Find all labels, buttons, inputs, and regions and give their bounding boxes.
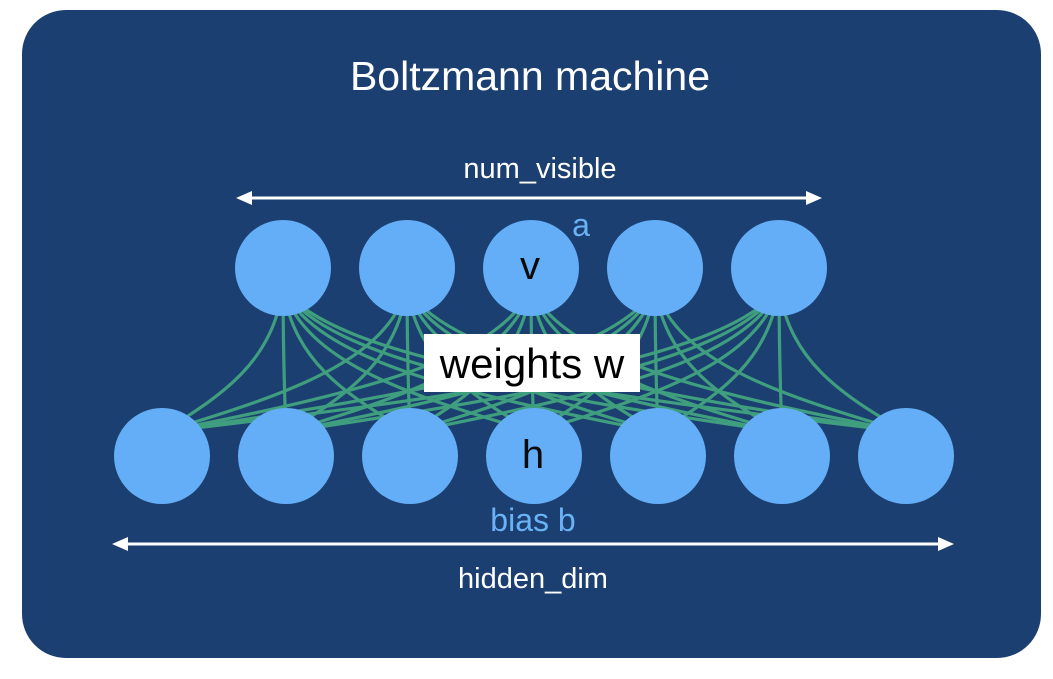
num-visible-arrow [236,191,822,205]
visible-node [235,220,331,316]
visible-layer [235,220,827,316]
weights-label-box [424,334,640,392]
hidden-node-label: h [522,433,544,477]
hidden-bias-label: bias b [490,502,575,538]
visible-node [483,220,579,316]
hidden-node [238,408,334,504]
hidden-node [734,408,830,504]
weight-edge [161,289,533,434]
hidden-dim-arrow [112,537,954,551]
visible-node [607,220,703,316]
weight-edge [161,289,409,434]
weight-edge [409,289,781,434]
hidden-node [114,408,210,504]
hidden-node [610,408,706,504]
hidden-dim-label: hidden_dim [458,563,608,595]
hidden-node [362,408,458,504]
hidden-node [486,408,582,504]
visible-node [359,220,455,316]
weights-label: weights w [439,340,625,387]
visible-node [731,220,827,316]
diagram-title: Boltzmann machine [350,53,710,99]
num-visible-label: num_visible [463,153,616,185]
visible-node-label: v [520,244,540,288]
weight-edge [533,289,781,434]
hidden-node [858,408,954,504]
visible-bias-label: a [572,207,590,243]
hidden-layer [114,408,954,504]
